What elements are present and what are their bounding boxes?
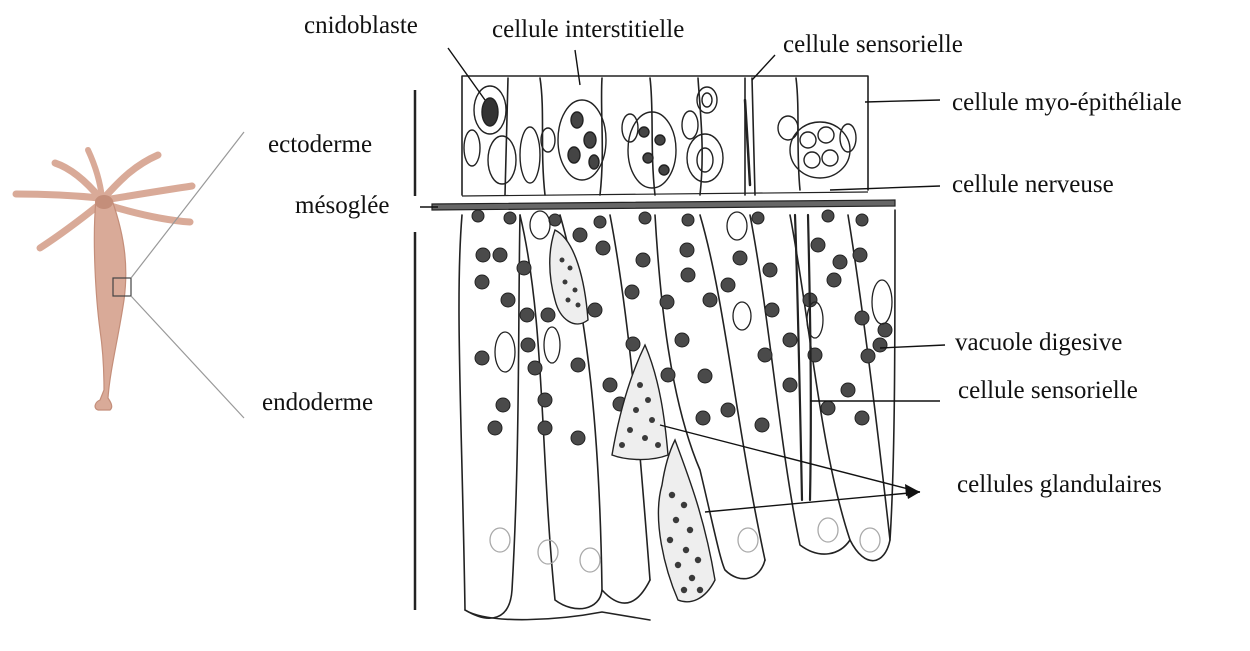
label-cellule-interstitielle: cellule interstitielle — [492, 16, 684, 43]
label-cellules-glandulaires: cellules glandulaires — [957, 471, 1162, 498]
mesoglea-band — [432, 192, 895, 210]
label-cellule-sensorielle-top: cellule sensorielle — [783, 31, 963, 58]
leader-arrowheads — [905, 484, 920, 499]
label-ectoderme: ectoderme — [268, 131, 372, 158]
label-cellule-sensorielle-bottom: cellule sensorielle — [958, 377, 1138, 404]
hydra-organism — [16, 132, 244, 418]
diagram-labels: cnidoblaste cellule interstitielle cellu… — [262, 12, 1182, 498]
label-cellule-nerveuse: cellule nerveuse — [952, 171, 1114, 198]
label-cellule-myo-epitheliale: cellule myo-épithéliale — [952, 89, 1182, 116]
digestive-vacuoles — [472, 210, 892, 445]
label-vacuole-digesive: vacuole digesive — [955, 329, 1122, 356]
label-mesoglee: mésoglée — [295, 192, 389, 219]
label-cnidoblaste: cnidoblaste — [304, 12, 418, 39]
label-endoderme: endoderme — [262, 389, 373, 416]
